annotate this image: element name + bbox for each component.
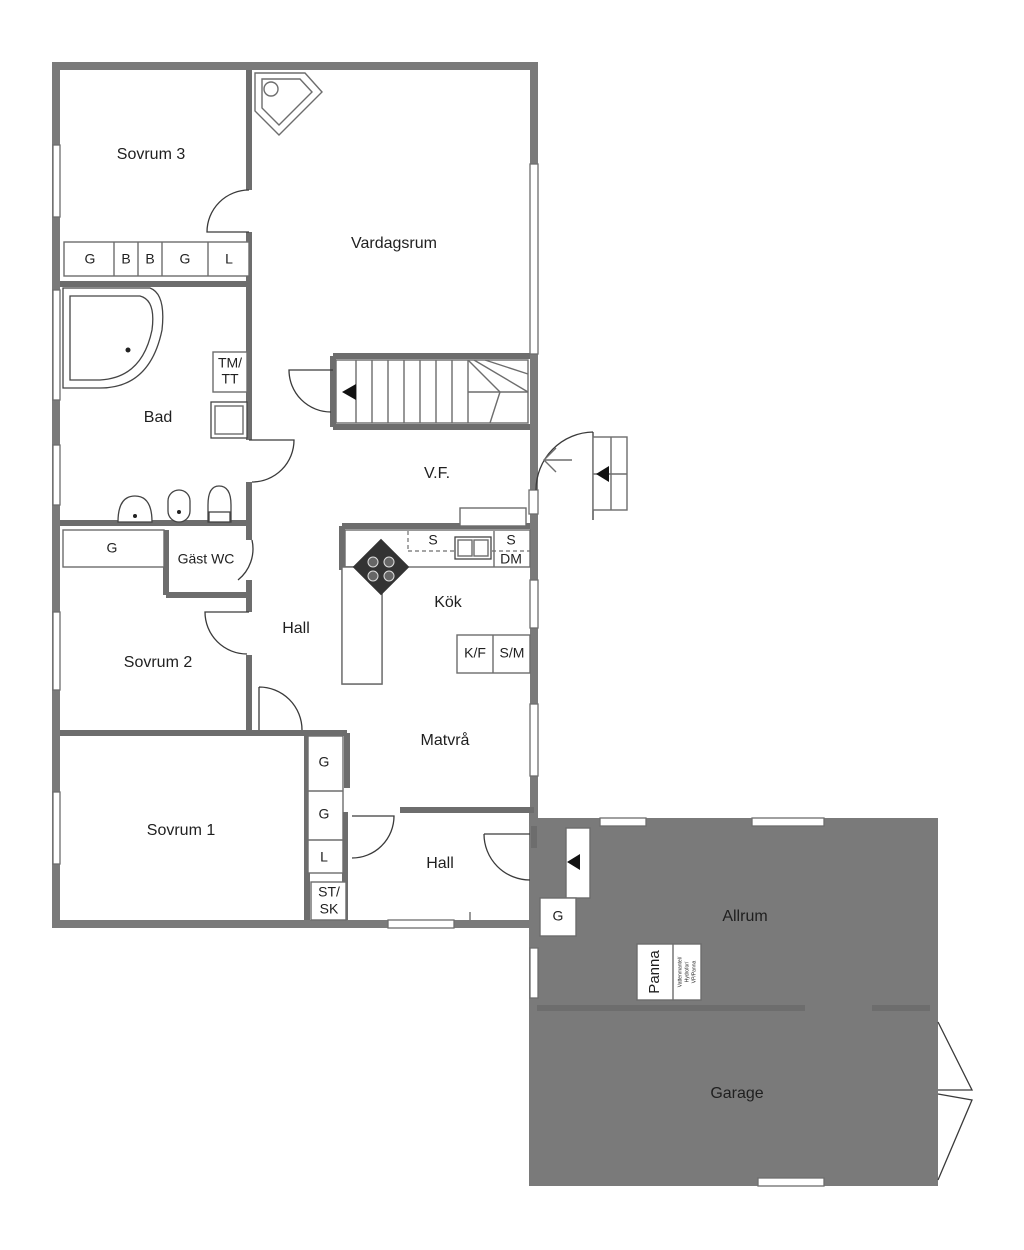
kitchen-sink-icon	[454, 536, 492, 560]
room-gast-wc: Gäst WC	[178, 551, 235, 567]
boiler-box	[636, 943, 702, 1001]
room-hall-main: Hall	[282, 620, 310, 637]
windows	[52, 144, 825, 1187]
wardrobe-label-1: G	[85, 251, 96, 267]
heater-note-1: Vattenmantel/	[677, 956, 683, 987]
room-allrum: Allrum	[722, 908, 767, 925]
room-sovrum2: Sovrum 2	[124, 654, 193, 671]
fireplace-icon	[254, 72, 323, 136]
shower-icon	[210, 401, 248, 439]
entrance-steps	[565, 436, 628, 899]
exterior-walls	[52, 62, 938, 1186]
allrum-fixtures: G Panna Vattenmantel/ Hydrofor/ VP/Panna	[539, 897, 702, 1001]
room-sovrum1: Sovrum 1	[147, 822, 216, 839]
st-label: ST/	[318, 884, 340, 900]
hall-closet-3: L	[320, 849, 328, 865]
room-matvra: Matvrå	[421, 731, 470, 749]
washer-dryer-box	[212, 351, 248, 393]
hall-closets: G G L ST/ SK	[307, 735, 471, 921]
tt-label: TT	[221, 371, 239, 387]
gast-wardrobe: G	[62, 529, 165, 568]
heater-note-2: Hydrofor/	[684, 961, 690, 982]
room-kok: Kök	[434, 594, 463, 611]
kitchen-dm: DM	[500, 551, 522, 567]
room-vf: V.F.	[424, 465, 450, 482]
gast-g-label: G	[107, 540, 118, 556]
hall-closet-2: G	[319, 806, 330, 822]
room-bad: Bad	[144, 409, 172, 426]
wardrobe-label-5: L	[225, 251, 233, 267]
hall-closet-1: G	[319, 754, 330, 770]
sk-label: SK	[320, 901, 339, 917]
door-swings	[204, 189, 974, 1181]
main-house-outer-wall	[52, 62, 938, 1186]
room-garage: Garage	[710, 1085, 763, 1102]
room-vardagsrum: Vardagsrum	[351, 235, 437, 252]
wardrobe-label-4: G	[180, 251, 191, 267]
room-labels: Sovrum 3 Vardagsrum Bad V.F. Gäst WC Kök…	[117, 146, 768, 1102]
allrum-g-label: G	[553, 908, 564, 924]
wardrobe-label-3: B	[145, 251, 154, 267]
room-sovrum3: Sovrum 3	[117, 146, 186, 163]
kitchen-s-left: S	[428, 532, 437, 548]
wardrobe-label-2: B	[121, 251, 130, 267]
wardrobe-row: G B B G L	[63, 241, 250, 277]
room-hall-entry: Hall	[426, 855, 454, 872]
bidet-icon	[167, 489, 191, 523]
bathroom-fixtures: TM/ TT	[62, 287, 248, 523]
panna-label: Panna	[646, 950, 663, 994]
heater-note-3: VP/Panna	[691, 961, 697, 984]
kitchen-s-right: S	[506, 532, 515, 548]
staircase	[335, 359, 529, 424]
kitchen-kf: K/F	[464, 645, 486, 661]
tm-label: TM/	[218, 355, 242, 371]
sink-icon	[117, 495, 153, 523]
kitchen-sm: S/M	[500, 645, 525, 661]
